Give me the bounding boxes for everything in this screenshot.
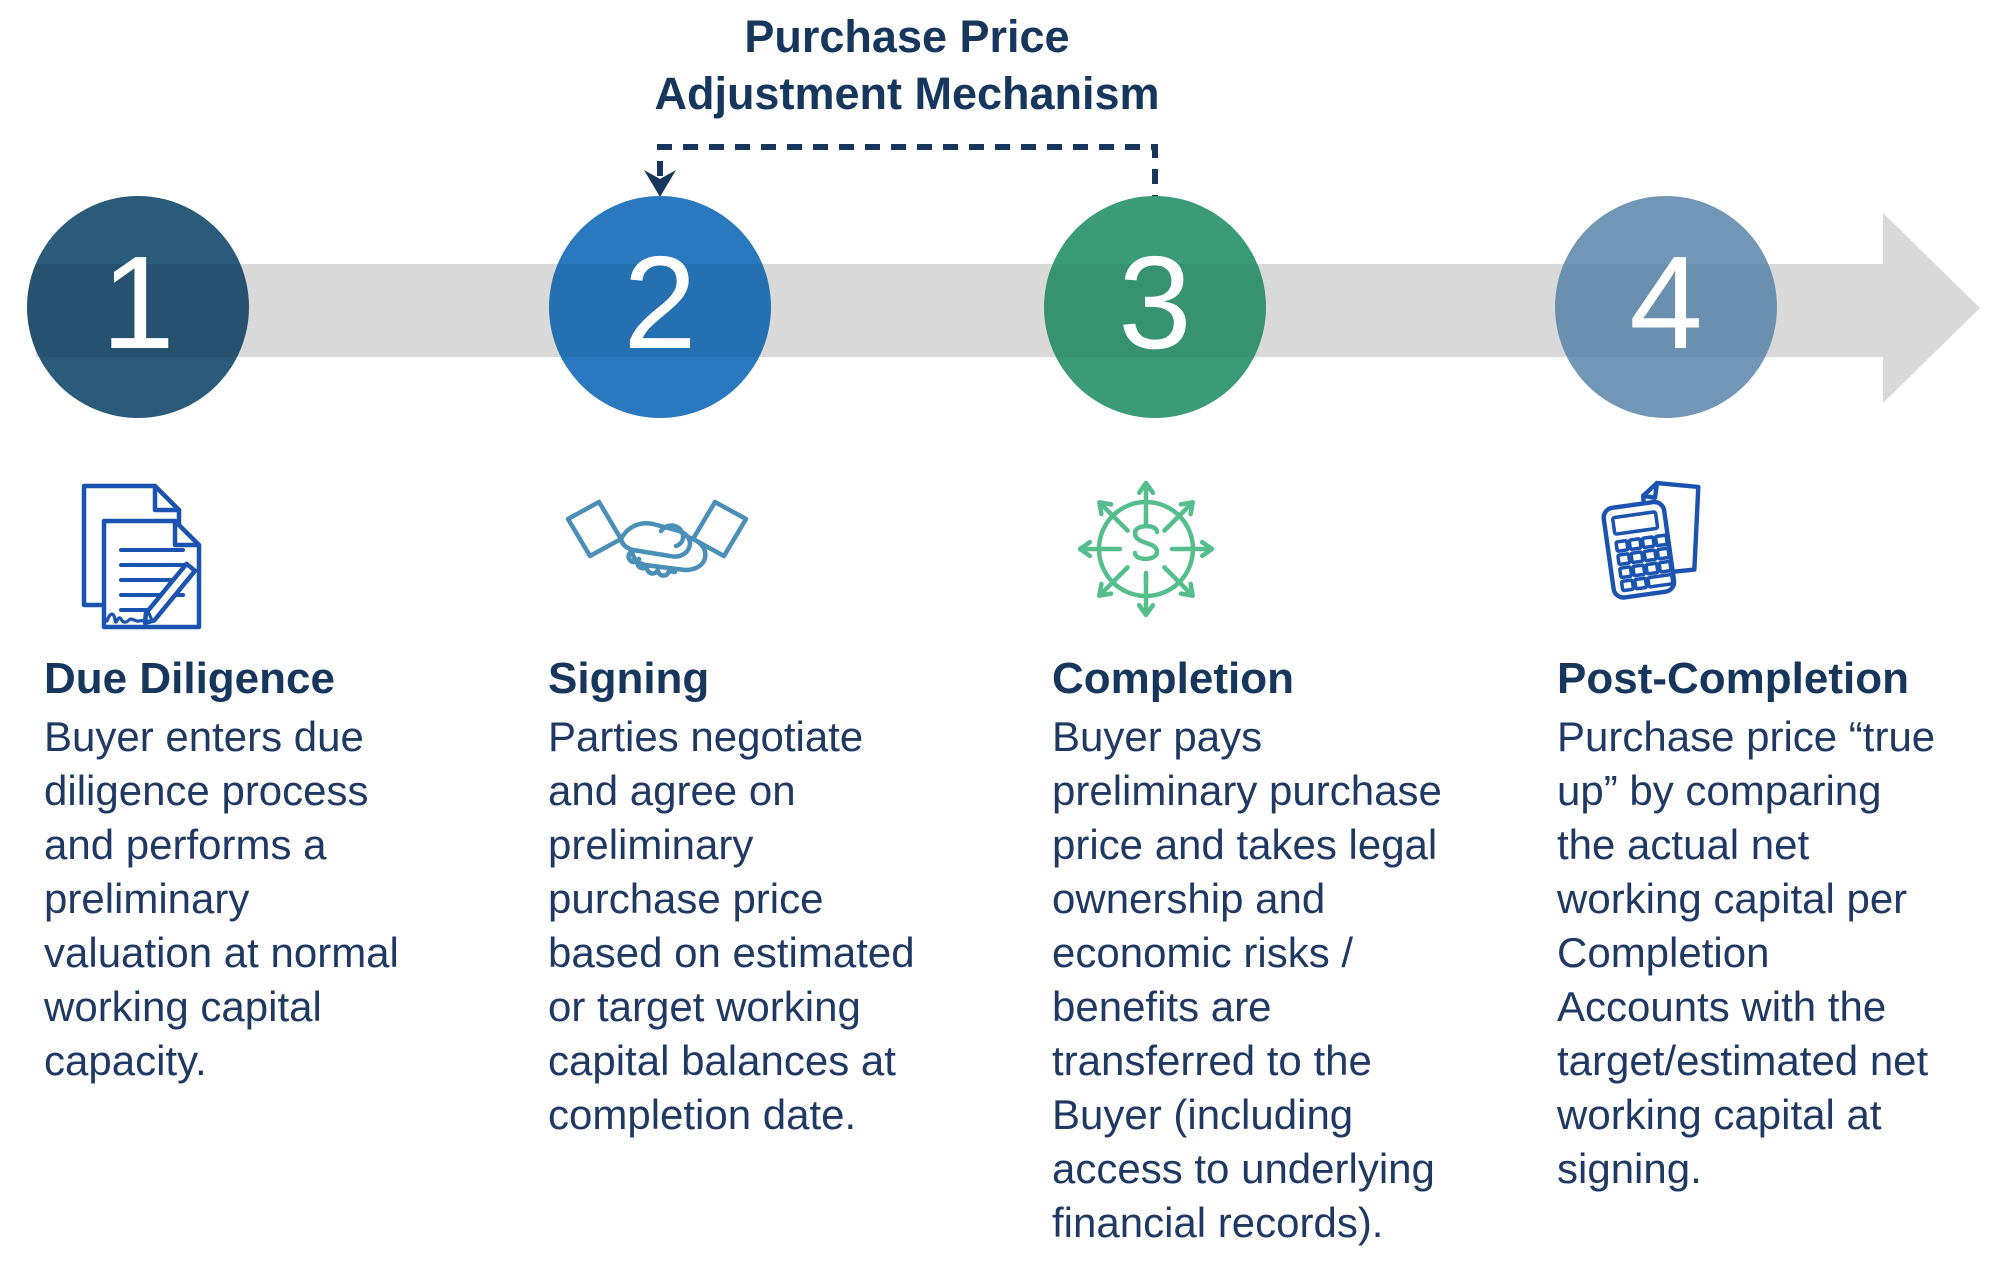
step-3-circle: 3: [1044, 196, 1266, 418]
step-number: 1: [101, 229, 175, 376]
documents-pen-icon: [81, 483, 202, 630]
handshake-icon: [565, 499, 749, 578]
step-4-body: Purchase price “true up” by comparing th…: [1557, 713, 1936, 1192]
step-3-body: Buyer pays preliminary purchase price an…: [1052, 713, 1442, 1246]
step-4-circle: 4: [1555, 196, 1777, 418]
diagram-title: Purchase Price Adjustment Mechanism: [654, 11, 1160, 119]
step-1-body: Buyer enters due diligence process and p…: [44, 713, 399, 1084]
dollar-arrows-icon: [1077, 480, 1215, 618]
timeline-arrowhead-icon: [1883, 213, 1980, 403]
step-2-body: Parties negotiate and agree on prelimina…: [548, 713, 915, 1138]
step-1-heading: Due Diligence: [44, 654, 335, 703]
connector-dashed-line: [657, 144, 1158, 198]
step-4-heading: Post-Completion: [1557, 654, 1909, 703]
step-3-heading: Completion: [1052, 654, 1294, 703]
step-2-heading: Signing: [548, 654, 710, 703]
step-2-circle: 2: [549, 196, 771, 418]
step-1-circle: 1: [27, 196, 249, 418]
connector-arrowhead-icon: [644, 170, 676, 197]
step-number: 2: [623, 229, 697, 376]
step-number: 3: [1118, 229, 1192, 376]
step-number: 4: [1629, 229, 1703, 376]
calculator-paper-icon: [1601, 480, 1701, 600]
